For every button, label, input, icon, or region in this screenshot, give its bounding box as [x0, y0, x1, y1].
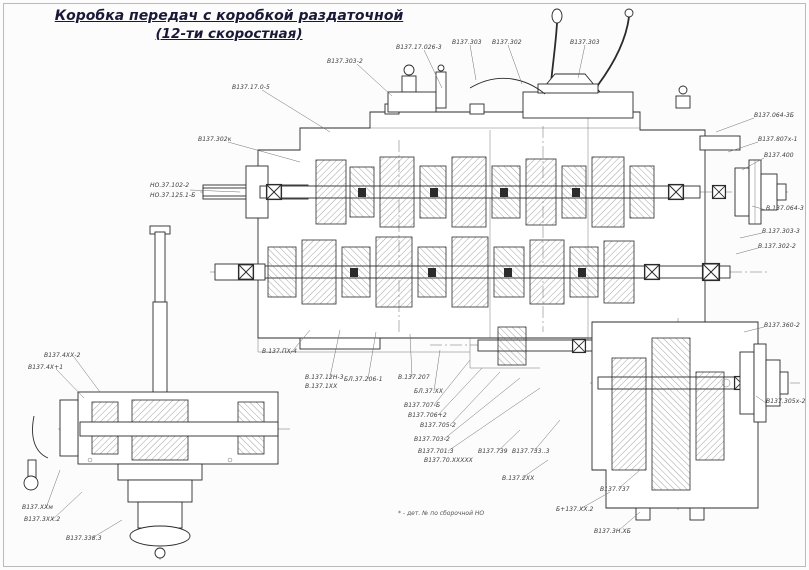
leader-line	[45, 469, 61, 509]
part-label: В137.70.ХХХХХ	[424, 457, 473, 464]
leader-line	[449, 371, 501, 426]
leader-line	[227, 141, 301, 163]
leader-line	[741, 157, 765, 171]
leader-line	[55, 368, 85, 399]
part-label: В.137.207	[398, 374, 430, 381]
part-label: Б+137.ХХ.2	[556, 506, 594, 513]
part-label: В137.701.3	[418, 448, 454, 455]
part-label: В.137.302-2	[758, 243, 796, 250]
title-line1: Коробка передач с коробкой раздаточной	[54, 8, 404, 24]
part-label: В137.302	[492, 39, 522, 46]
shift-mechanism	[469, 8, 634, 119]
leader-line	[715, 117, 755, 133]
part-label: В137.706+2	[408, 412, 447, 419]
part-label: В137.360-2	[764, 322, 800, 329]
leader-line	[751, 205, 767, 211]
leader-line	[447, 387, 541, 452]
part-label: В137.400	[764, 152, 794, 159]
breather-cap	[387, 64, 741, 151]
leader-line	[91, 519, 123, 539]
leader-line	[521, 459, 549, 479]
part-label: НО.37.102-2	[150, 182, 190, 189]
part-label: В137.17.026-3	[396, 44, 442, 51]
title-line2: (12-ти скоростная)	[155, 25, 303, 42]
leader-line	[739, 232, 763, 239]
part-label: В137.302к	[198, 136, 232, 143]
part-label: НО.37.125.1-Б	[150, 192, 196, 199]
leader-line	[443, 377, 521, 440]
part-label: В137.338.3	[66, 535, 102, 542]
leader-line	[329, 329, 341, 378]
leader-line	[189, 189, 241, 193]
leader-line	[579, 491, 611, 510]
leader-line	[409, 333, 413, 378]
part-label: В137.17.0-5	[232, 84, 270, 91]
part-label: В137.303-2	[327, 58, 363, 65]
part-label: В.137.2ХХ	[502, 475, 535, 482]
part-label: В137.705-2	[420, 422, 456, 429]
part-label: В.137.064-3	[766, 205, 804, 212]
part-label: В137.703-2	[414, 436, 450, 443]
part-label: В.137.12Н-3	[305, 374, 344, 381]
leader-line	[367, 331, 377, 380]
part-label: БЛ.37.ХХ	[414, 388, 444, 395]
part-label: В137.3ХХ.2	[24, 516, 61, 523]
leader-line	[423, 49, 443, 89]
leader-line	[73, 356, 101, 393]
part-label: В.137.ПХ-4	[262, 348, 297, 355]
leader-line	[507, 44, 523, 85]
leader-line	[433, 359, 471, 406]
leader-line	[743, 326, 765, 333]
transfer-case	[591, 321, 789, 521]
leader-line	[727, 141, 759, 153]
part-label: В137.739	[478, 448, 508, 455]
part-label: БЛ.37.206-1	[344, 376, 383, 383]
part-label: В137.305х-2	[766, 398, 806, 405]
leader-line	[617, 469, 641, 490]
leader-line	[437, 367, 483, 416]
leader-line	[497, 429, 521, 452]
leader-line	[51, 491, 83, 521]
part-label: В137.3Н.ХБ	[594, 528, 631, 535]
part-label: В137.707-Б	[404, 402, 441, 409]
part-label: В137.064-3Б	[754, 112, 795, 119]
leader-line	[735, 247, 759, 255]
leader-line	[261, 89, 331, 133]
pto-assembly	[23, 225, 279, 559]
leader-line	[289, 329, 311, 355]
upper-gear-train	[259, 156, 727, 228]
part-label: В137.ХХм	[22, 504, 54, 511]
leader-line	[433, 349, 441, 392]
leader-line	[617, 511, 641, 532]
leader-line	[469, 44, 477, 81]
part-label: В137.303	[452, 39, 482, 46]
drawing-title: Коробка передач с коробкой раздаточной (…	[46, 8, 412, 42]
part-label: В.137.1ХХ	[305, 383, 338, 390]
footnote: * - дет. № по сборочной НО	[398, 510, 485, 517]
output-flange-top	[734, 159, 787, 225]
part-label: В137.4ХХ-2	[44, 352, 81, 359]
lower-gear-train	[214, 236, 731, 308]
part-label: В137.4Х+1	[28, 364, 64, 371]
leader-line	[577, 44, 586, 79]
part-label: В137.737	[600, 486, 630, 493]
part-label: В137.303	[570, 39, 600, 46]
part-label: В137.733..3	[512, 448, 550, 455]
sheet-frame	[3, 3, 806, 567]
intermediate-shaft	[469, 326, 601, 369]
leader-line	[356, 63, 393, 97]
leader-line	[755, 395, 767, 404]
part-label: В137.807х-1	[758, 136, 798, 143]
part-label: В.137.303-3	[762, 228, 800, 235]
leader-line	[533, 419, 561, 452]
